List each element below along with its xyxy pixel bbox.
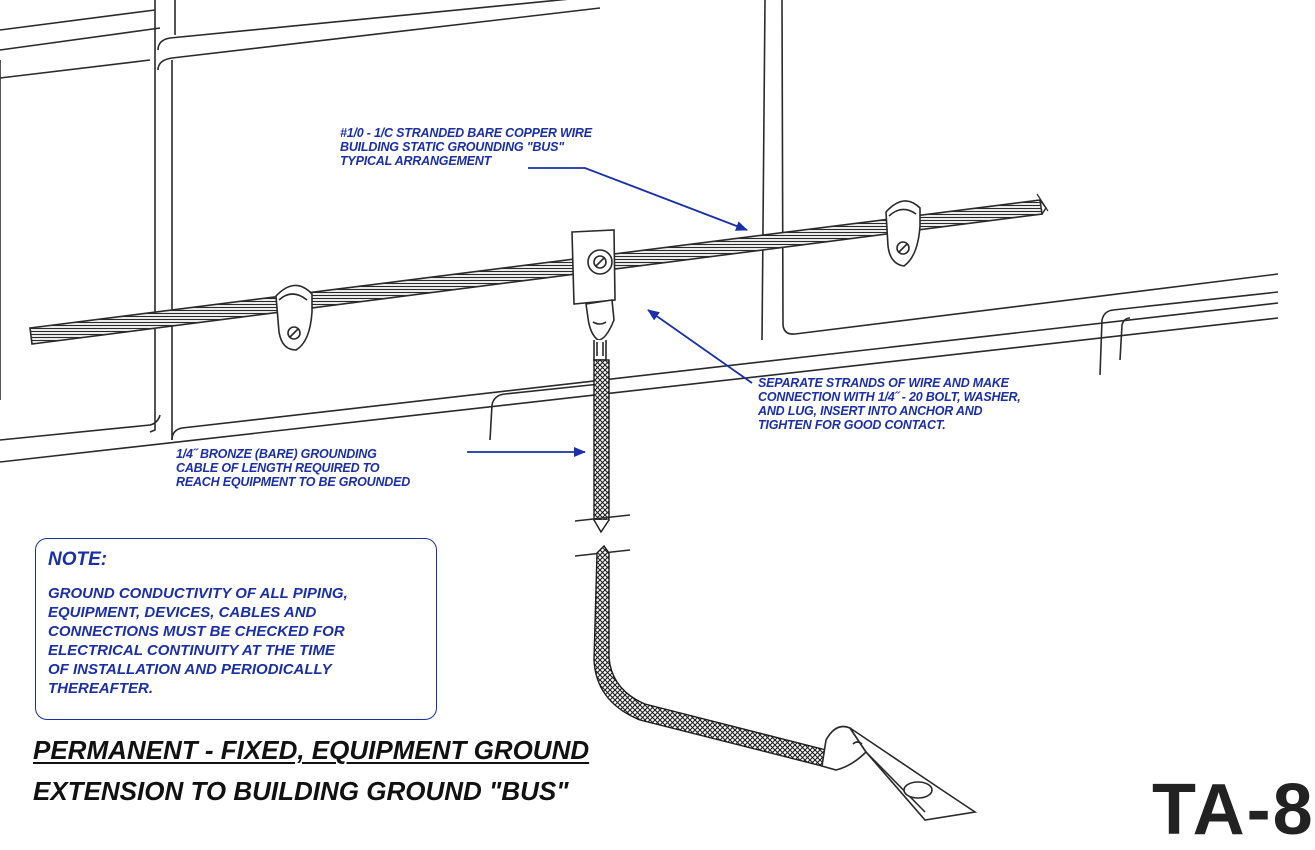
note-line: EQUIPMENT, DEVICES, CABLES AND [48, 604, 317, 621]
callout-line: AND LUG, INSERT INTO ANCHOR AND [758, 404, 983, 418]
grounding-diagram [0, 0, 1279, 821]
block-wall [0, 0, 1279, 463]
clamp-right [885, 200, 921, 267]
drawing-title-line2: EXTENSION TO BUILDING GROUND "BUS" [33, 776, 569, 806]
note-line: GROUND CONDUCTIVITY OF ALL PIPING, [48, 585, 348, 602]
callout-line: TIGHTEN FOR GOOD CONTACT. [758, 418, 946, 432]
note-line: ELECTRICAL CONTINUITY AT THE TIME [48, 642, 335, 659]
note-line: OF INSTALLATION AND PERIODICALLY [48, 661, 332, 678]
note-text: GROUND CONDUCTIVITY OF ALL PIPING, EQUIP… [48, 584, 348, 698]
callout-line: BUILDING STATIC GROUNDING "BUS" [340, 140, 564, 154]
callout-line: CONNECTION WITH 1/4˝ - 20 BOLT, WASHER, [758, 390, 1021, 404]
note-line: THEREAFTER. [48, 680, 153, 697]
callout-line: #1/0 - 1/C STRANDED BARE COPPER WIRE [340, 126, 592, 140]
note-title: NOTE: [48, 549, 108, 570]
clamp-left [275, 284, 313, 351]
callout-line: TYPICAL ARRANGEMENT [340, 154, 492, 168]
callout-line: REACH EQUIPMENT TO BE GROUNDED [176, 475, 411, 489]
note-box [35, 538, 437, 720]
note-line: CONNECTIONS MUST BE CHECKED FOR [48, 623, 345, 640]
bronze-cable-upper [593, 359, 610, 534]
bronze-cable-callout: 1/4˝ BRONZE (BARE) GROUNDING CABLE OF LE… [176, 447, 410, 489]
leader-arrows [467, 167, 753, 457]
connection-callout: SEPARATE STRANDS OF WIRE AND MAKE CONNEC… [758, 376, 1021, 432]
callout-line: CABLE OF LENGTH REQUIRED TO [176, 461, 380, 475]
callout-line: 1/4˝ BRONZE (BARE) GROUNDING [176, 447, 377, 461]
drawing-title-line1: PERMANENT - FIXED, EQUIPMENT GROUND [33, 735, 590, 765]
end-lug [821, 725, 978, 821]
bus-wire-callout: #1/0 - 1/C STRANDED BARE COPPER WIRE BUI… [340, 126, 592, 168]
drawing-number: TA-8 [1152, 770, 1315, 850]
anchor-lug [571, 229, 616, 361]
bronze-cable-lower [593, 544, 827, 767]
callout-line: SEPARATE STRANDS OF WIRE AND MAKE [758, 376, 1009, 390]
